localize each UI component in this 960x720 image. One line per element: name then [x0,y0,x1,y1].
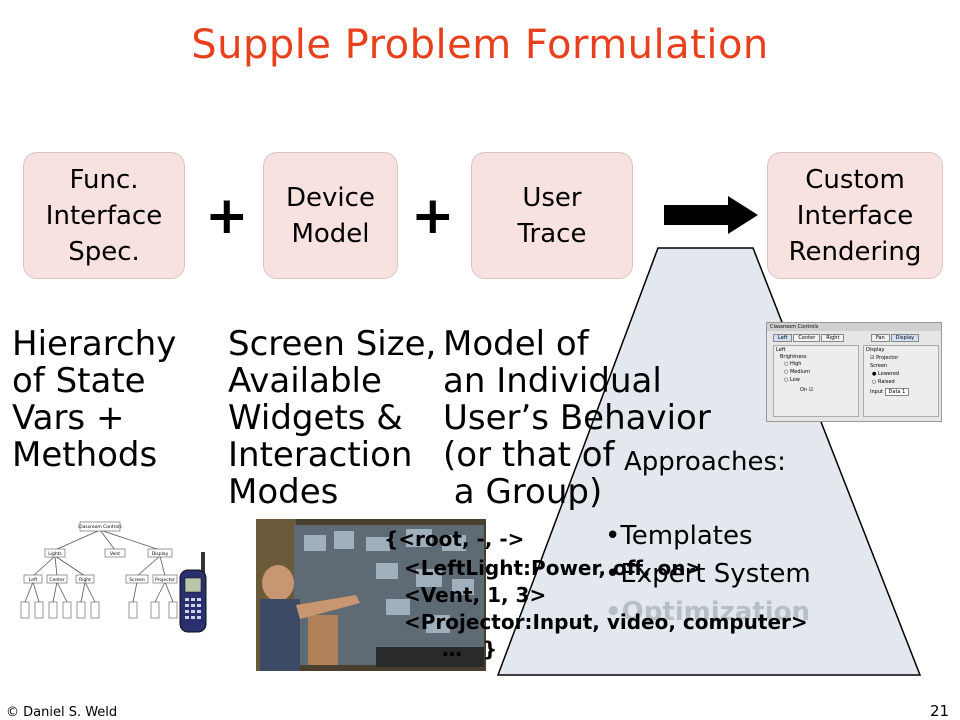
func-interface-spec-label: Func. Interface Spec. [45,164,163,267]
dialog-left-panel: Left Brightness ○ High ○ Medium ○ Low On… [773,345,859,417]
slide-title: Supple Problem Formulation [191,22,769,68]
brightness-option-medium: ○ Medium [784,369,810,375]
approach-templates: •Templates [605,521,753,551]
tab-center: Center [793,334,821,342]
screen-size-description: Screen Size, Available Widgets & Interac… [228,324,437,512]
rendered-dialog-thumbnail: Classroom Controls Left Center Right Fan… [766,322,942,422]
state-hierarchy-tree: Classroom Controls Lights Vent Display L… [20,521,178,619]
func-interface-spec-box: Func. Interface Spec. [23,152,185,279]
tree-display: Display [152,551,169,557]
right-arrow-icon [664,196,758,234]
tree-projector: Projector [155,577,175,583]
projector-checkbox: ☑ Projector [870,355,899,361]
trace-open: {<root, -, -> [384,527,525,551]
approach-optimization: •Optimization [605,597,811,627]
trace-close: … } [442,637,498,661]
footer-credit: © Daniel S. Weld [6,705,118,720]
user-at-wall-display-photo [256,519,486,671]
tab-left: Left [773,334,793,342]
device-model-box: Device Model [263,152,398,279]
trace-line-projector: <Projector:Input, video, computer> [404,610,808,634]
tree-vent: Vent [110,551,120,557]
tab-display: Display [890,334,920,342]
device-model-label: Device Model [286,182,375,249]
dialog-display-panel: Display ☑ Projector Screen ● Lowered ○ R… [863,345,939,417]
page-number: 21 [930,702,950,720]
dialog-title: Classroom Controls [767,323,941,331]
tree-root: Classroom Controls [78,524,122,530]
tab-fan: Fan [871,334,890,342]
user-model-description: Model of an Individual User’s Behavior (… [443,324,711,512]
tab-right: Right [821,334,845,342]
user-trace-label: User Trace [517,182,587,249]
custom-interface-rendering-box: Custom Interface Rendering [767,152,943,279]
approach-expert-system: •Expert System [605,559,811,589]
hierarchy-description: Hierarchy of State Vars + Methods [12,324,177,475]
funnel-shape [496,247,922,676]
screen-option-raised: ○ Raised [872,379,895,385]
trace-line-vent: <Vent, 1, 3> [404,583,547,607]
trace-line-leftlight: <LeftLight:Power, off, on> [404,556,703,580]
dialog-tabs-left: Left Center Right [773,334,845,342]
screen-option-lowered: ● Lowered [872,371,900,377]
tree-screen: Screen [129,577,145,583]
on-checkbox: On ☑ [800,387,814,393]
approaches-heading: Approaches: [624,447,786,477]
plus-sign-1: + [205,186,249,246]
custom-interface-rendering-label: Custom Interface Rendering [788,164,922,267]
user-trace-box: User Trace [471,152,633,279]
brightness-label: Brightness [780,354,807,360]
screen-label: Screen [870,363,888,369]
tree-lights: Lights [48,551,62,557]
input-select: Input Data 1 [864,386,938,398]
brightness-option-high: ○ High [784,361,802,367]
brightness-option-low: ○ Low [784,377,800,383]
tree-center: Center [49,577,64,583]
cell-phone-icon [179,552,207,633]
tree-left: Left [29,577,38,583]
plus-sign-2: + [411,186,455,246]
tree-right: Right [79,577,91,583]
dialog-tabs-right: Fan Display [871,334,920,342]
display-group-label: Display [866,347,885,353]
left-group-label: Left [776,347,786,353]
